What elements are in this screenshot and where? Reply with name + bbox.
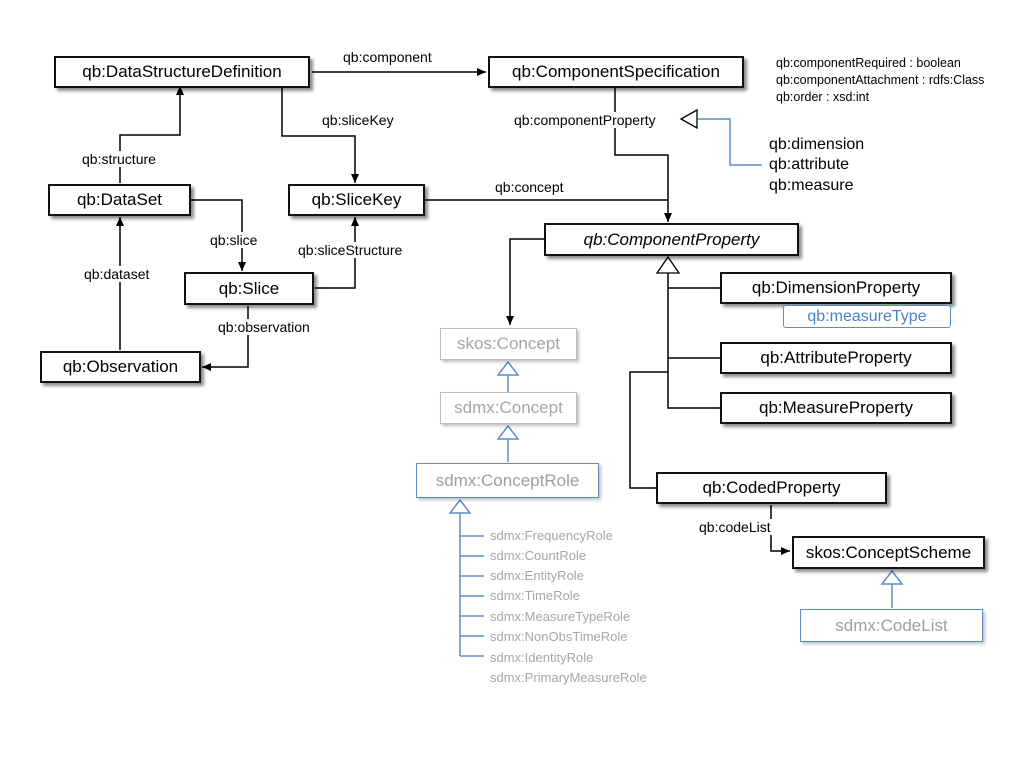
observation-label: qb:Observation [62, 357, 179, 376]
component-spec-box: qb:ComponentSpecification [488, 56, 744, 88]
observation-box: qb:Observation [40, 351, 201, 383]
dimension-property-box: qb:DimensionProperty [720, 272, 952, 304]
concept-role-item: sdmx:FrequencyRole [490, 528, 613, 543]
attribute-property-label: qb:AttributeProperty [760, 348, 912, 367]
coded-property-box: qb:CodedProperty [656, 472, 887, 504]
component-property-label: qb:ComponentProperty [583, 229, 760, 249]
concept-role-item: sdmx:CountRole [490, 548, 587, 563]
component-property-box: qb:ComponentProperty [544, 223, 799, 256]
measure-type-label: qb:measureType [807, 307, 927, 325]
sdmx-concept-box: sdmx:Concept [440, 392, 577, 424]
dataset-label: qb:DataSet [76, 190, 163, 209]
slice-key-edge [281, 88, 359, 183]
order-attr: qb:order : xsd:int [776, 90, 870, 104]
slice-structure-edge [315, 217, 359, 289]
component-attachment-attr: qb:componentAttachment : rdfs:Class [776, 73, 985, 87]
concept-edge-label: qb:concept [495, 179, 564, 195]
component-property-edge [614, 88, 672, 222]
dimension-property-label: qb:DimensionProperty [751, 278, 921, 297]
observation-edge-label: qb:observation [216, 319, 312, 335]
component-required-attr: qb:componentRequired : boolean [776, 56, 961, 70]
dataset-edge-label: qb:dataset [82, 266, 152, 282]
measure-type-tag: qb:measureType [783, 305, 951, 328]
observation-edge [202, 306, 249, 371]
code-list-box: sdmx:CodeList [800, 609, 983, 642]
dsd-box: qb:DataStructureDefinition [54, 56, 310, 88]
skos-concept-label: skos:Concept [457, 334, 560, 353]
code-list-edge [770, 505, 790, 555]
measure-subproperty: qb:measure [769, 177, 854, 194]
subproperty-triangle [679, 108, 698, 130]
slice-key-box: qb:SliceKey [288, 184, 425, 216]
measure-property-label: qb:MeasureProperty [758, 398, 914, 417]
concept-role-item: sdmx:IdentityRole [490, 650, 594, 665]
dimension-subproperty: qb:dimension [769, 136, 865, 153]
slice-key-edge-label: qb:sliceKey [320, 112, 396, 128]
concept-role-label: sdmx:ConceptRole [435, 470, 580, 490]
concept-role-item: sdmx:TimeRole [490, 588, 580, 603]
sdmx-concept-label: sdmx:Concept [454, 398, 563, 417]
structure-edge-label: qb:structure [80, 151, 158, 167]
slice-edge-label: qb:slice [208, 232, 260, 248]
skos-concept-box: skos:Concept [440, 328, 577, 360]
concept-role-box: sdmx:ConceptRole [416, 463, 599, 498]
component-spec-label: qb:ComponentSpecification [512, 62, 720, 81]
measure-property-box: qb:MeasureProperty [720, 392, 952, 424]
slice-structure-edge-label: qb:sliceStructure [296, 242, 405, 258]
structure-edge [119, 86, 184, 183]
coded-property-label: qb:CodedProperty [702, 478, 841, 497]
concept-scheme-label: skos:ConceptScheme [805, 542, 972, 562]
code-list-edge-label: qb:codeList [697, 519, 773, 535]
component-property-edge-label: qb:componentProperty [512, 112, 658, 128]
concept-role-item: sdmx:NonObsTimeRole [490, 629, 628, 644]
concept-role-item: sdmx:PrimaryMeasureRole [490, 670, 647, 685]
code-list-label: sdmx:CodeList [835, 615, 948, 635]
dataset-box: qb:DataSet [48, 184, 191, 216]
concept-scheme-box: skos:ConceptScheme [792, 536, 985, 569]
generalization-triangle [655, 255, 681, 274]
slice-label: qb:Slice [218, 278, 280, 298]
concept-role-item: sdmx:MeasureTypeRole [490, 609, 631, 624]
attribute-property-box: qb:AttributeProperty [720, 342, 952, 374]
concept-edge [506, 238, 545, 325]
dsd-label: qb:DataStructureDefinition [82, 62, 282, 81]
attribute-subproperty: qb:attribute [769, 156, 850, 173]
component-edge-label: qb:component [343, 49, 432, 65]
slice-box: qb:Slice [184, 272, 314, 305]
concept-role-item: sdmx:EntityRole [490, 568, 584, 583]
subclass-tree [667, 273, 720, 409]
slice-key-label: qb:SliceKey [311, 190, 402, 209]
